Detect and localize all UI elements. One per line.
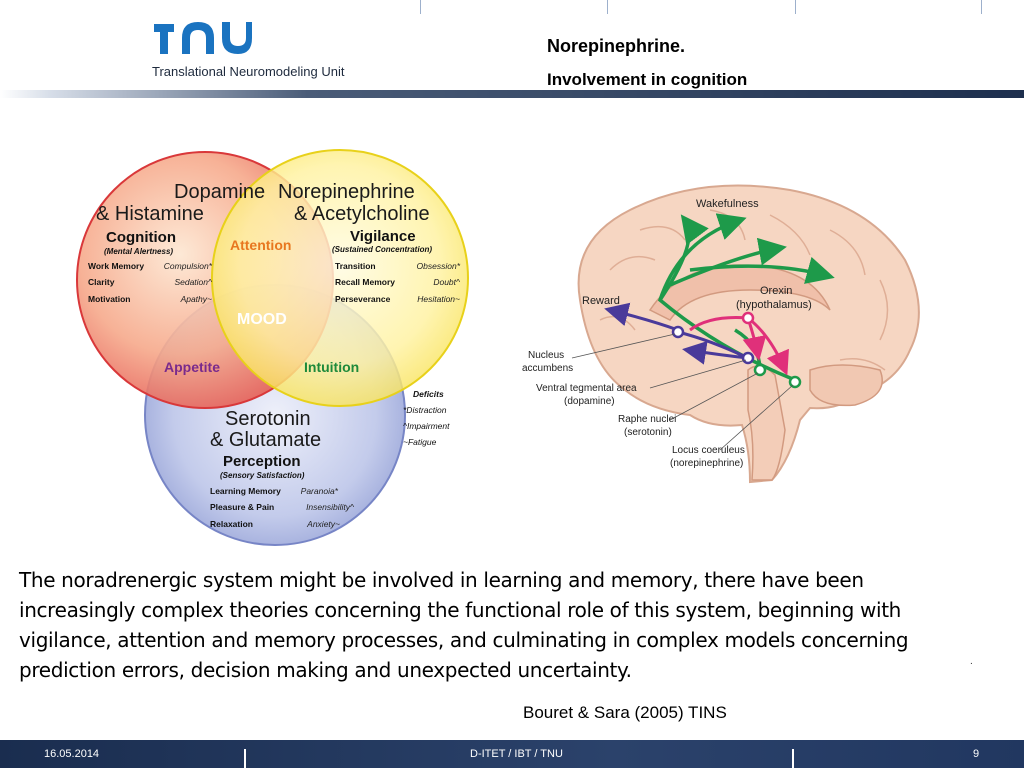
svg-text:Sedation^: Sedation^	[174, 277, 213, 287]
appetite-label: Appetite	[164, 359, 220, 375]
orexin-node	[741, 311, 755, 325]
yellow-title-2: & Acetylcholine	[294, 203, 430, 225]
yellow-function: Vigilance	[350, 228, 416, 245]
svg-text:*Distraction: *Distraction	[403, 405, 447, 415]
label-locus-coeruleus: Locus coeruleus	[672, 445, 745, 456]
svg-text:Pleasure & Pain: Pleasure & Pain	[210, 502, 274, 512]
yellow-title-1: Norepinephrine	[278, 181, 415, 203]
red-function-sub: (Mental Alertness)	[104, 247, 173, 256]
logo-text: Translational Neuromodeling Unit	[152, 64, 345, 79]
svg-text:(norepinephrine): (norepinephrine)	[670, 458, 743, 469]
header-divider	[607, 0, 608, 14]
label-wakefulness: Wakefulness	[696, 198, 759, 210]
svg-text:Hesitation~: Hesitation~	[417, 294, 460, 304]
svg-text:Transition: Transition	[335, 261, 376, 271]
footer-date: 16.05.2014	[44, 748, 100, 760]
svg-text:(serotonin): (serotonin)	[624, 427, 672, 438]
body-paragraph: The noradrenergic system might be involv…	[19, 568, 909, 682]
slide-title: Norepinephrine.	[547, 36, 686, 56]
label-vta: Ventral tegmental area	[536, 383, 637, 394]
svg-text:Motivation: Motivation	[88, 294, 131, 304]
svg-text:Work Memory: Work Memory	[88, 261, 144, 271]
yellow-function-sub: (Sustained Concentration)	[332, 245, 432, 254]
svg-text:Anxiety~: Anxiety~	[306, 519, 340, 529]
header-divider	[420, 0, 421, 14]
attention-label: Attention	[230, 237, 291, 253]
svg-text:Obsession*: Obsession*	[417, 261, 461, 271]
header-divider	[981, 0, 982, 14]
brain-pathways-diagram: Wakefulness Reward Orexin (hypothalamus)…	[522, 184, 920, 484]
norepinephrine-circle	[211, 149, 469, 407]
stray-dot: .	[970, 656, 973, 667]
neurotransmitter-venn-diagram: Dopamine & Histamine Cognition (Mental A…	[76, 149, 469, 546]
svg-text:Relaxation: Relaxation	[210, 519, 253, 529]
nucleus-accumbens-node	[671, 325, 685, 339]
svg-text:~Fatigue: ~Fatigue	[403, 437, 437, 447]
blue-function: Perception	[223, 453, 301, 470]
footer-center: D-ITET / IBT / TNU	[470, 748, 563, 760]
svg-text:accumbens: accumbens	[522, 363, 573, 374]
svg-text:Paranoia*: Paranoia*	[301, 486, 339, 496]
svg-text:Clarity: Clarity	[88, 277, 115, 287]
slide-subtitle: Involvement in cognition	[547, 70, 748, 89]
svg-text:Doubt^: Doubt^	[433, 277, 461, 287]
deficits-title: Deficits	[413, 389, 444, 399]
mood-label: MOOD	[237, 311, 287, 328]
citation: Bouret & Sara (2005) TINS	[523, 703, 727, 722]
red-function: Cognition	[106, 229, 176, 246]
label-nucleus-accumbens: Nucleus	[528, 350, 564, 361]
header-divider	[795, 0, 796, 14]
raphe-node	[753, 363, 767, 377]
svg-text:(dopamine): (dopamine)	[564, 396, 615, 407]
red-title-1: Dopamine	[174, 181, 265, 203]
label-reward: Reward	[582, 295, 620, 307]
svg-text:Learning Memory: Learning Memory	[210, 486, 281, 496]
svg-text:Apathy~: Apathy~	[180, 294, 212, 304]
label-raphe: Raphe nuclei	[618, 414, 676, 425]
svg-text:Recall Memory: Recall Memory	[335, 277, 395, 287]
header-bar	[0, 90, 1024, 98]
footer-separator	[244, 749, 246, 768]
blue-title-1: Serotonin	[225, 408, 311, 430]
svg-text:Insensibility^: Insensibility^	[306, 502, 355, 512]
locus-coeruleus-node	[788, 375, 802, 389]
tnu-logo-icon	[154, 22, 252, 54]
page-number: 9	[973, 748, 980, 760]
label-orexin: Orexin	[760, 285, 792, 297]
cerebellum	[809, 364, 883, 407]
svg-text:Perseverance: Perseverance	[335, 294, 391, 304]
svg-text:(hypothalamus): (hypothalamus)	[736, 299, 812, 311]
footer-separator	[792, 749, 794, 768]
footer-bar: 16.05.2014 D-ITET / IBT / TNU 9	[0, 740, 1024, 768]
intuition-label: Intuition	[304, 359, 359, 375]
blue-title-2: & Glutamate	[210, 429, 321, 451]
vta-node	[741, 351, 755, 365]
svg-text:^Impairment: ^Impairment	[403, 421, 450, 431]
red-title-2: & Histamine	[96, 203, 204, 225]
blue-function-sub: (Sensory Satisfaction)	[220, 471, 305, 480]
svg-text:Compulsion*: Compulsion*	[164, 261, 213, 271]
